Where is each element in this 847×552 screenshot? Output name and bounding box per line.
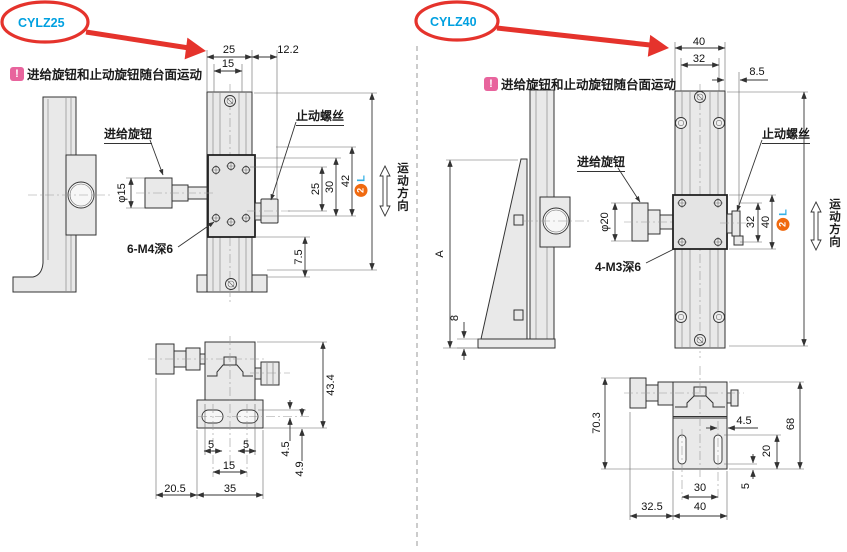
dim-label: 68: [785, 417, 797, 431]
cylz40-side-dims: [443, 159, 683, 360]
dim-label: 32: [745, 215, 757, 229]
dim-label: 5: [207, 439, 215, 451]
cylz25-highlight: [0, 0, 206, 60]
cylz40-front-view: [672, 84, 750, 358]
dim-label: 32.5: [641, 501, 663, 513]
stop-screw-label-right: 止动螺丝: [762, 125, 811, 144]
dim-label: 7.5: [293, 249, 305, 265]
dim-label: 5: [242, 439, 250, 451]
dim-label: 25: [310, 182, 322, 196]
cylz25-front-dims: [126, 50, 391, 278]
dim-label: 43.4: [325, 374, 337, 396]
travel-marker-right: 2 L: [776, 209, 790, 231]
thread-note-left: 6-M4深6: [127, 242, 174, 256]
dim-label: 4.5: [736, 415, 752, 427]
cylz25-bottom-view: [148, 336, 312, 477]
feed-knob-label-left: 进给旋钮: [104, 125, 153, 144]
knob-diameter-right: φ20: [599, 212, 611, 232]
dim-label: 4.9: [294, 461, 306, 477]
cylz40-highlight: [414, 0, 669, 57]
part-number-cylz40[interactable]: CYLZ40: [430, 15, 477, 29]
dim-label: 32: [692, 53, 706, 65]
cylz40-front-dims: [674, 42, 822, 347]
knob-diameter-left: φ15: [116, 183, 128, 203]
dim-label: 4.5: [280, 441, 292, 457]
dim-label: 70.3: [591, 412, 603, 434]
note-row-left: ! 进给旋钮和止动旋钮随台面运动: [10, 64, 202, 83]
cylz25-bottom-dims: [155, 341, 327, 499]
note-text: 进给旋钮和止动旋钮随台面运动: [27, 68, 203, 82]
dim-label: 12.2: [277, 44, 299, 56]
dim-label: 40: [760, 215, 772, 229]
stroke-l-label: L: [355, 175, 367, 182]
stroke-l-label: L: [777, 209, 789, 216]
footnote-2-badge: 2: [354, 183, 368, 197]
stop-screw-label-left: 止动螺丝: [296, 107, 345, 126]
cylz40-side-view: [477, 89, 680, 349]
cylz25-front-view: [136, 84, 292, 302]
travel-marker-left: 2 L: [354, 175, 368, 197]
dim-label: 5: [740, 482, 752, 490]
dim-label: 15: [221, 58, 235, 70]
dim-label: 30: [324, 180, 336, 194]
dim-label: 42: [340, 174, 352, 188]
exclamation-icon: !: [10, 66, 24, 81]
exclamation-icon: !: [484, 76, 498, 91]
dim-label: 15: [222, 460, 236, 472]
note-row-right: ! 进给旋钮和止动旋钮随台面运动: [484, 74, 676, 93]
motion-direction-label-right: 运动方向: [828, 198, 840, 248]
dim-label: 40: [692, 36, 706, 48]
dim-label: A: [434, 250, 446, 258]
thread-note-right: 4-M3深6: [595, 260, 642, 274]
dim-label: 20.5: [164, 483, 186, 495]
dim-label: 30: [693, 482, 707, 494]
dim-label: 25: [222, 44, 236, 56]
motion-arrow-right: [810, 200, 822, 252]
cylz25-side-view: [12, 96, 110, 293]
cylz40-bottom-view: [624, 366, 744, 500]
dim-label: 8: [449, 314, 461, 322]
feed-knob-label-right: 进给旋钮: [577, 153, 626, 172]
footnote-2-badge: 2: [776, 217, 790, 231]
dim-label: 35: [223, 483, 237, 495]
motion-arrow-left: [379, 164, 391, 218]
cylz40-bottom-dims: [601, 377, 804, 520]
part-number-cylz25[interactable]: CYLZ25: [18, 16, 65, 30]
dim-label: 8.5: [749, 66, 765, 78]
note-text: 进给旋钮和止动旋钮随台面运动: [501, 78, 677, 92]
dim-label: 20: [761, 444, 773, 458]
motion-direction-label-left: 运动方向: [396, 162, 408, 212]
dim-label: 40: [693, 501, 707, 513]
